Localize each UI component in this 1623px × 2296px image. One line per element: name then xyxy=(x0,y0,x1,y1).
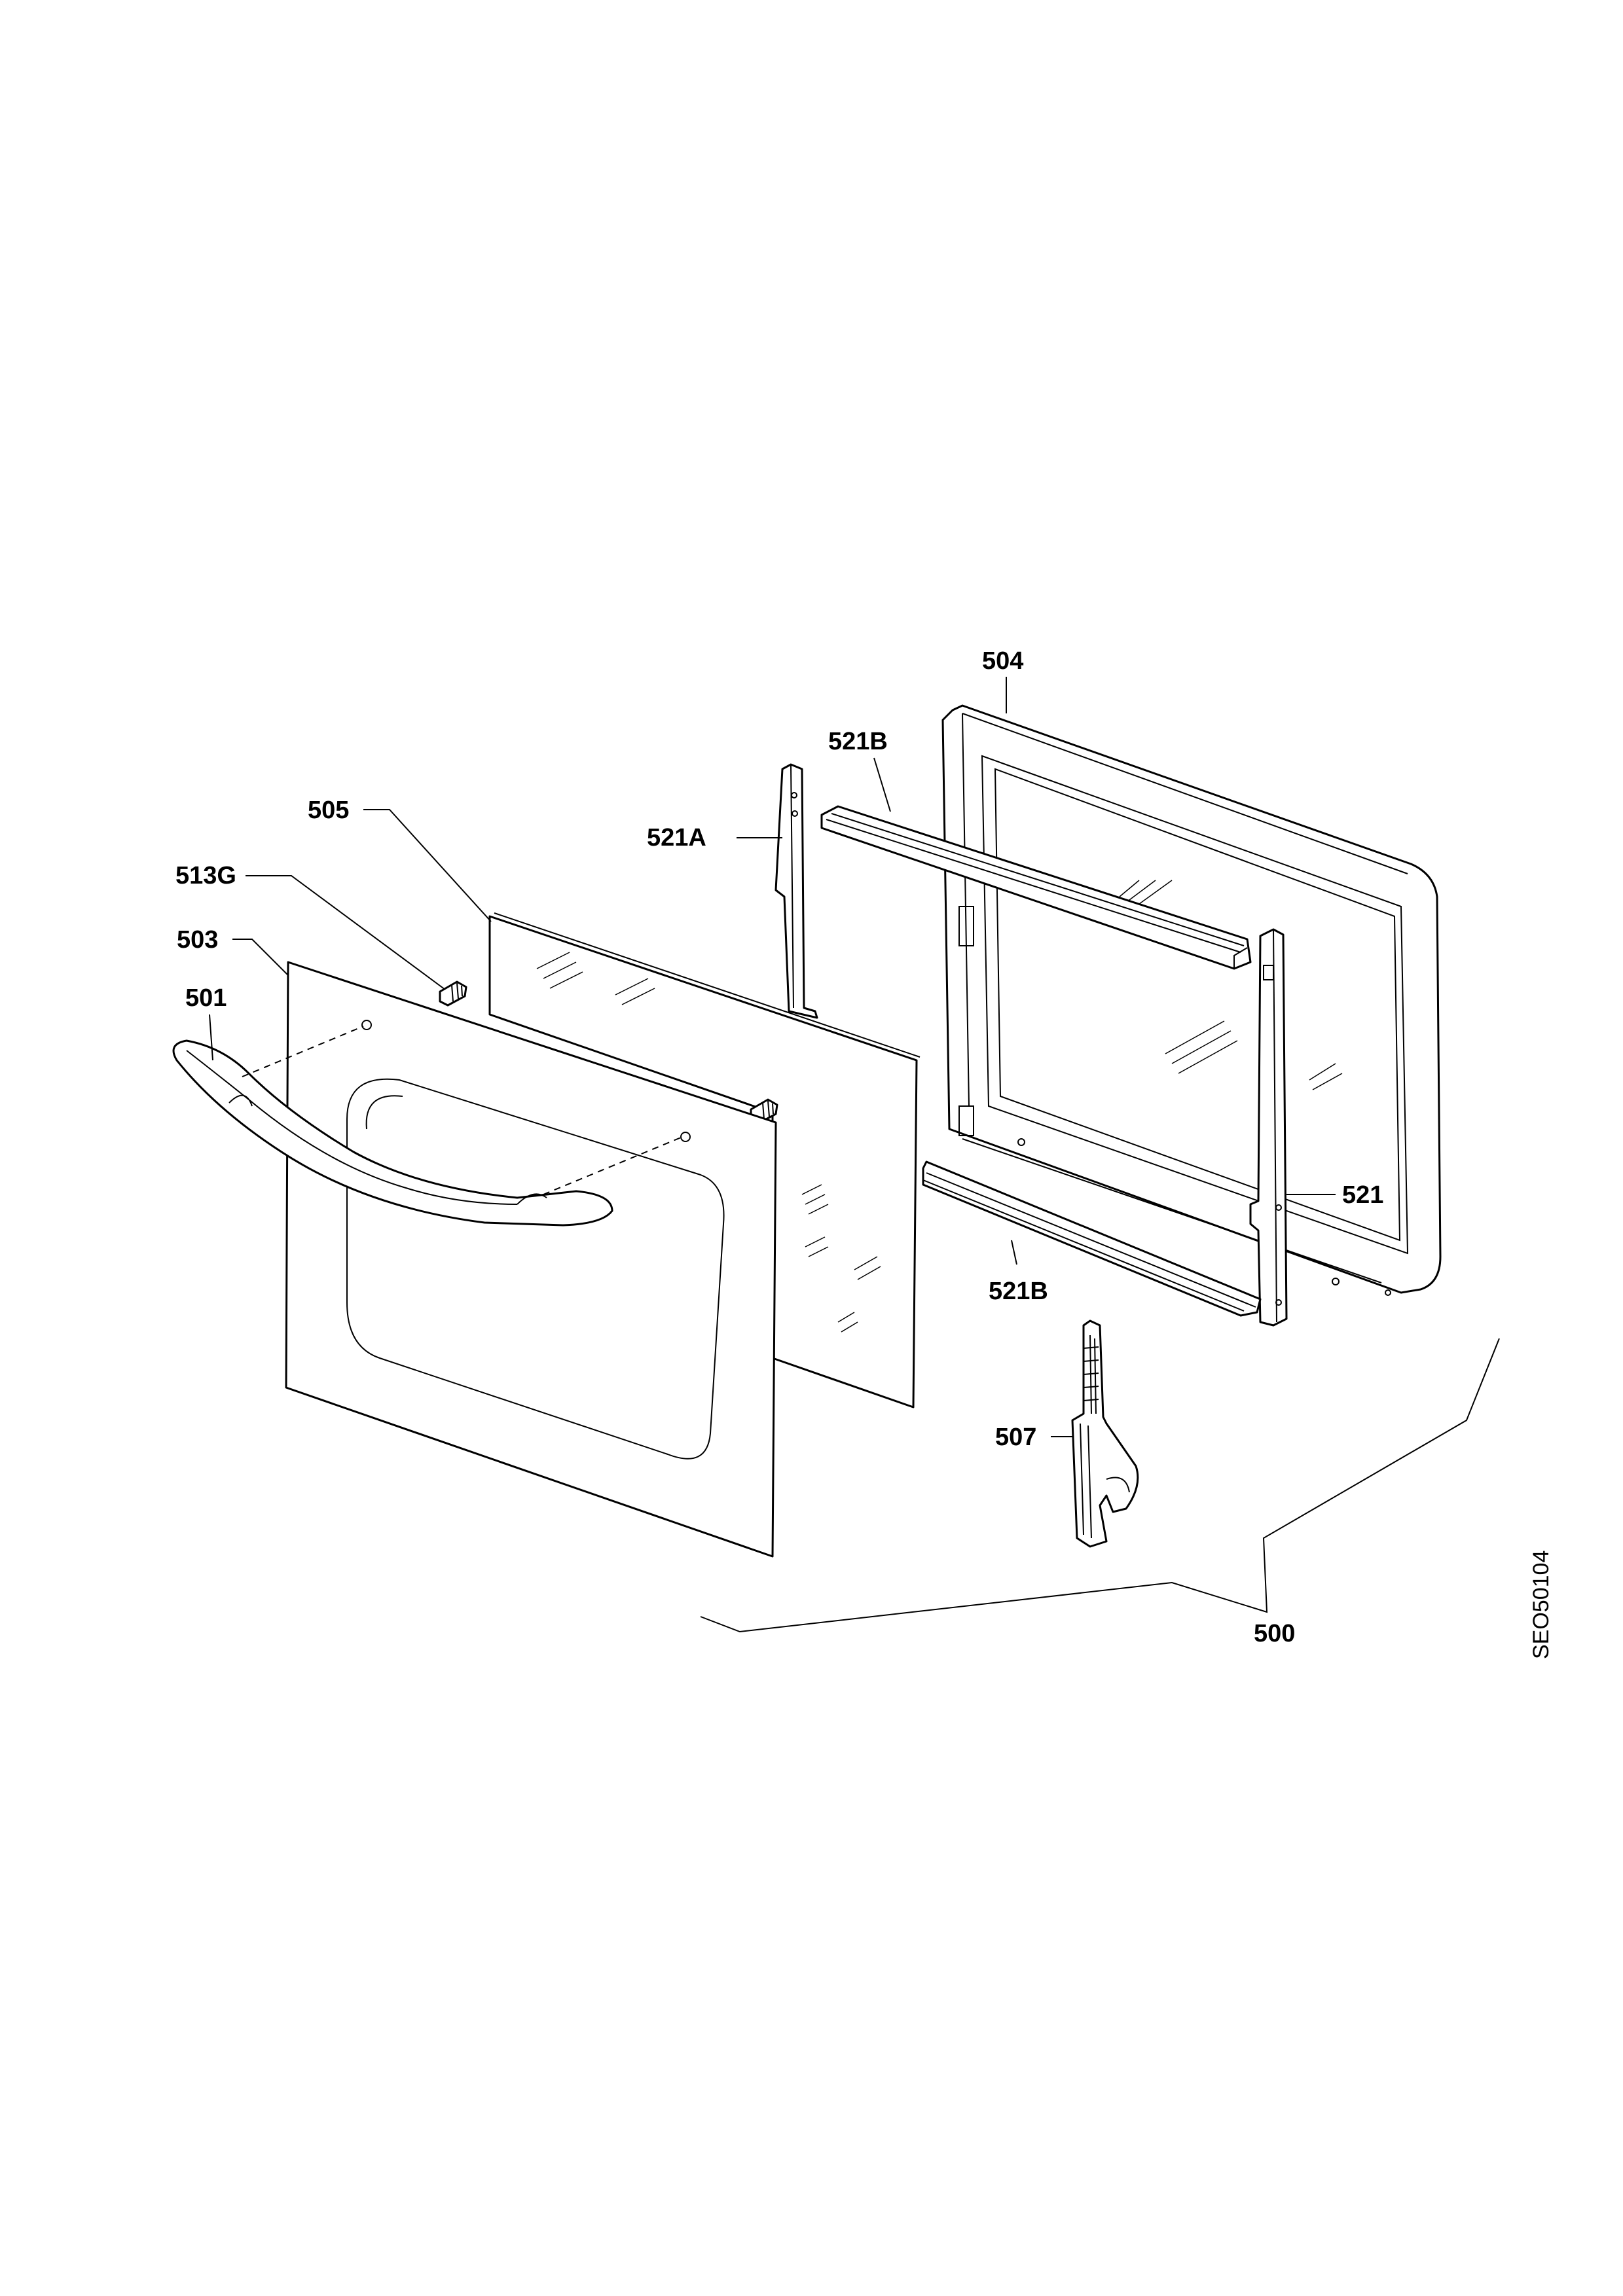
label-500: 500 xyxy=(1254,1620,1295,1647)
label-501: 501 xyxy=(185,984,227,1012)
label-505: 505 xyxy=(308,797,349,824)
label-504: 504 xyxy=(982,647,1023,675)
glass-profile-521B-bottom xyxy=(922,1160,1262,1317)
label-521B-bottom: 521B xyxy=(989,1278,1048,1305)
label-507: 507 xyxy=(995,1424,1036,1451)
label-521A: 521A xyxy=(647,824,706,852)
screw-513G-upper xyxy=(439,980,467,1007)
drawing-code: SEO50104 xyxy=(1529,1551,1554,1659)
label-521B-top: 521B xyxy=(828,728,888,755)
assembly-line-lower xyxy=(543,1137,682,1195)
door-handle-501 xyxy=(172,1039,613,1227)
door-hinge-507 xyxy=(1071,1319,1139,1548)
glass-clip-521 xyxy=(1249,928,1288,1327)
label-513G: 513G xyxy=(175,862,236,889)
outer-door-panel-503 xyxy=(285,961,777,1558)
label-503: 503 xyxy=(177,926,218,954)
inner-door-frame-504 xyxy=(941,704,1442,1296)
glass-clip-521A xyxy=(775,763,818,1019)
glass-profile-521B-top xyxy=(820,805,1252,970)
leader-lines xyxy=(209,677,1500,1633)
label-521: 521 xyxy=(1342,1181,1383,1209)
assembly-line-upper xyxy=(242,1026,364,1077)
